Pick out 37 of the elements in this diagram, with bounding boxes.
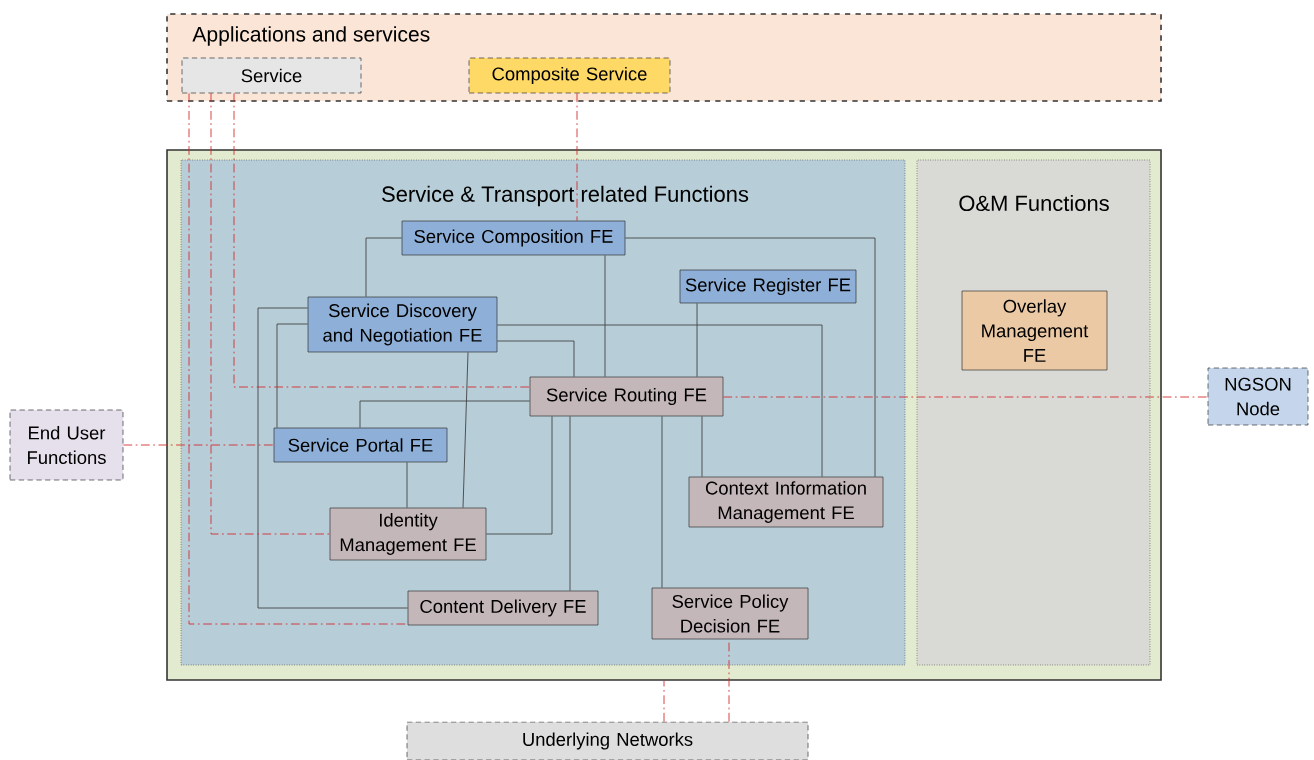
function-box: Overlay Management FE	[961, 290, 1108, 371]
function-box: Identity Management FE	[329, 507, 487, 561]
connector-line	[462, 351, 469, 509]
function-box: Content Delivery FE	[407, 590, 599, 626]
connector-line	[365, 237, 403, 298]
connector-line	[722, 396, 1209, 398]
function-box: Service Routing FE	[529, 376, 724, 417]
connector-line	[604, 254, 606, 378]
connector-line	[485, 415, 553, 535]
connector-line	[496, 324, 823, 478]
connector-line	[663, 680, 665, 723]
connector-line	[122, 444, 275, 446]
function-box: Service Composition FE	[401, 220, 626, 256]
function-box: Service Register FE	[679, 269, 857, 304]
function-box: Service Policy Decision FE	[651, 587, 809, 640]
connector-line	[696, 302, 698, 378]
connector-line	[701, 415, 703, 478]
external-box: End User Functions	[9, 409, 124, 481]
external-box: NGSON Node	[1207, 367, 1309, 426]
external-box: Underlying Networks	[406, 721, 809, 760]
connector-line	[661, 415, 663, 589]
connector-line	[624, 237, 876, 478]
connector-line	[576, 92, 578, 222]
connector-line	[359, 400, 531, 429]
connector-line	[210, 92, 331, 535]
function-box: Context Information Management FE	[688, 476, 884, 528]
connector-line	[569, 415, 571, 592]
connector-line	[496, 340, 575, 378]
function-box: Service Discovery and Negotiation FE	[307, 296, 498, 353]
connector-line	[257, 307, 409, 609]
function-box: Service Portal FE	[273, 427, 448, 463]
service-box: Service	[181, 57, 362, 94]
service-box: Composite Service	[468, 57, 671, 94]
connector-line	[188, 92, 409, 625]
connector-line	[276, 323, 309, 429]
connector-line	[233, 92, 531, 388]
connector-line	[406, 461, 408, 509]
